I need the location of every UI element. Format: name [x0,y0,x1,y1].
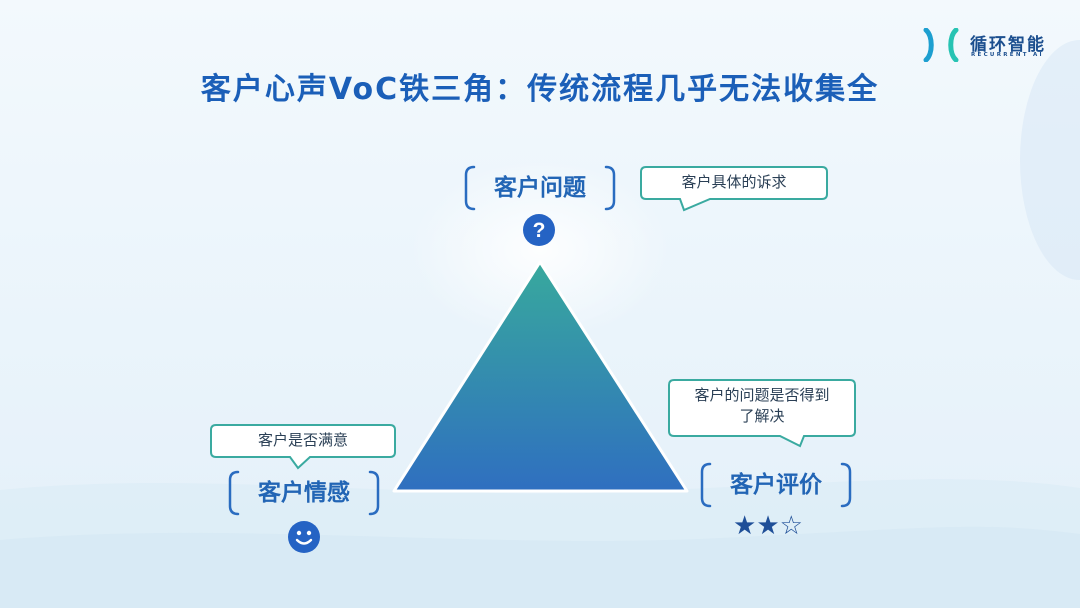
speech-bubble-icon [210,424,396,470]
filled-star-icon: ★ [756,511,780,541]
svg-text:?: ? [533,219,546,242]
node-customer-emotion: 客户情感 [226,470,382,518]
question-mark-icon: ? [523,214,555,246]
node-label: 客户情感 [258,480,350,506]
bubble-customer-demand: 客户具体的诉求 [640,166,828,212]
bubble-text-line-2: 了解决 [739,407,785,425]
filled-star-icon: ★ [733,511,757,541]
node-label: 客户评价 [730,472,822,498]
smiley-face-icon [288,521,320,553]
brand-subtitle: RECURRENT AI [971,52,1044,58]
empty-star-icon: ☆ [779,511,803,541]
left-bracket-icon [228,470,240,516]
right-bracket-icon [368,470,380,516]
star-rating-icon: ★★☆ [733,511,803,541]
page-title: 客户心声VoC铁三角：传统流程几乎无法收集全 [200,72,880,107]
node-label: 客户问题 [494,175,586,201]
right-bracket-icon [604,165,616,211]
bubble-text: 客户是否满意 [257,431,348,449]
left-bracket-icon [464,165,476,211]
recurrent-ai-logo-icon [923,28,959,62]
node-customer-evaluation: 客户评价 [698,462,854,510]
bubble-customer-satisfaction: 客户是否满意 [210,424,396,470]
bubble-text: 客户的问题是否得到 了解决 [668,385,856,427]
bubble-problem-resolved: 客户的问题是否得到 了解决 [668,379,856,448]
speech-bubble-icon [640,166,828,212]
bubble-text-line-1: 客户的问题是否得到 [694,386,830,404]
brand-name: 循环智能 [970,35,1046,55]
brand-logo: 循环智能 RECURRENT AI [922,28,1072,62]
bubble-text: 客户具体的诉求 [681,173,787,191]
left-bracket-icon [700,462,712,508]
right-bracket-icon [840,462,852,508]
speech-bubble-icon [668,379,856,448]
node-customer-problem: 客户问题 [462,165,618,213]
